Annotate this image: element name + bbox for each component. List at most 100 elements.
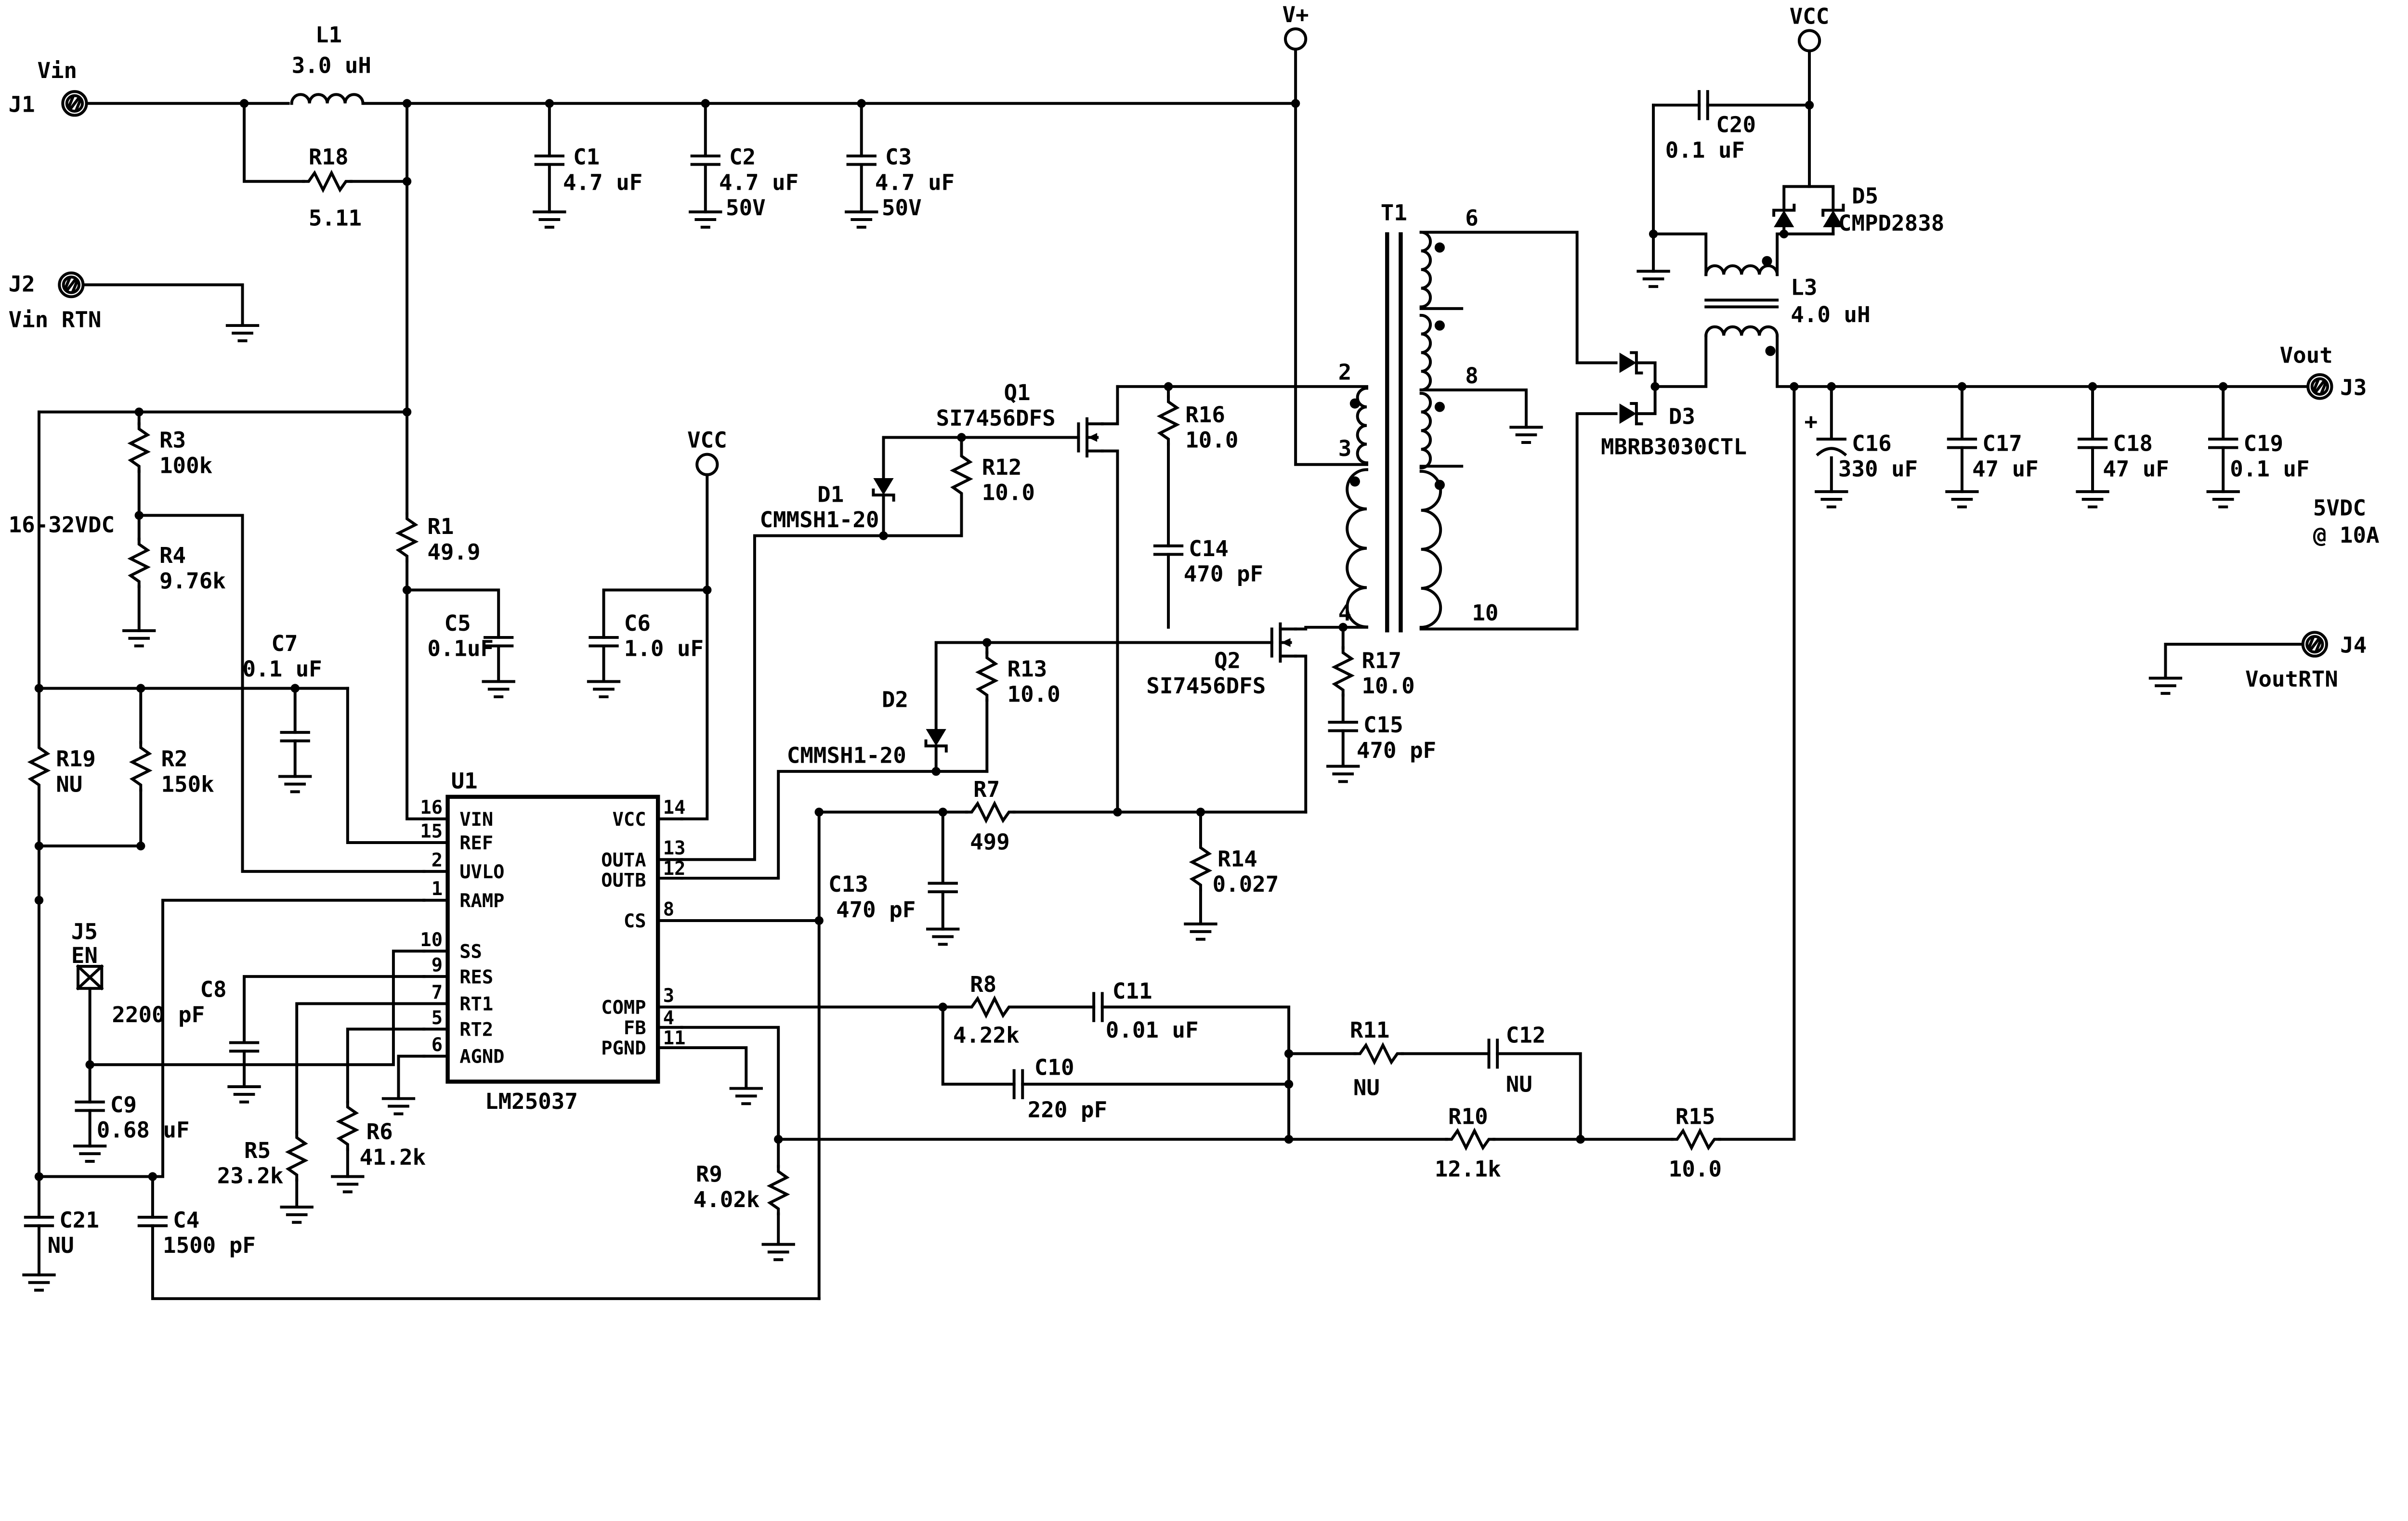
r4-ref-label: R4 [159, 543, 186, 568]
r15-icon [1672, 1131, 1720, 1148]
t1-pin8-label: 8 [1465, 363, 1479, 389]
r13-icon [979, 653, 995, 701]
resistor-r12: R12 10.0 [953, 451, 1035, 506]
r12-value-label: 10.0 [982, 480, 1035, 506]
j3-terminal-icon [2308, 375, 2331, 398]
c14-icon [1155, 546, 1182, 555]
resistor-r4: R4 9.76k [131, 539, 226, 594]
resistor-r2: R2 150k [132, 742, 214, 797]
capacitor-c12: C12 NU [1489, 1022, 1545, 1097]
t1-pin2-label: 2 [1338, 360, 1352, 385]
c4-ref-label: C4 [173, 1207, 199, 1233]
u1-pin2-name: UVLO [459, 861, 504, 883]
c17-icon [1949, 439, 1976, 448]
r3-ref-label: R3 [159, 428, 186, 453]
r11-value-label: NU [1353, 1075, 1380, 1101]
u1-pin15-num: 15 [420, 820, 443, 842]
r7-value-label: 499 [970, 829, 1010, 855]
c7-value-label: 0.1 uF [243, 656, 322, 682]
c3-value-label: 4.7 uF [875, 169, 955, 195]
c9-icon [76, 1102, 103, 1111]
u1-pin11-num: 11 [663, 1027, 686, 1049]
c2-ref-label: C2 [729, 144, 756, 170]
u1-pin12-num: 12 [663, 858, 686, 880]
r10-value-label: 12.1k [1435, 1157, 1501, 1182]
capacitor-c20: C20 0.1 uF [1665, 91, 1756, 163]
r10-ref-label: R10 [1448, 1104, 1488, 1130]
u1-pin3-name: COMP [601, 997, 646, 1019]
resistor-r3: R3 100k [131, 424, 212, 478]
c2-icon [692, 156, 719, 165]
r14-value-label: 0.027 [1213, 871, 1279, 897]
input-range-label: 16-32VDC [9, 512, 115, 538]
r17-icon [1335, 648, 1351, 695]
inductor-l3: L3 4.0 uH [1706, 256, 1871, 356]
j5-net-label: EN [71, 943, 98, 968]
j4-terminal-icon [2303, 632, 2327, 656]
diode-d3: D3 MBRB3030CTL [1601, 352, 1747, 460]
c15-value-label: 470 pF [1357, 738, 1436, 763]
r10-icon [1447, 1131, 1494, 1148]
r3-value-label: 100k [159, 453, 212, 478]
c1-value-label: 4.7 uF [563, 169, 642, 195]
q2-part-label: SI7456DFS [1146, 673, 1266, 699]
c18-icon [2079, 439, 2106, 448]
vcc-left-terminal-icon [697, 455, 717, 475]
r2-ref-label: R2 [161, 746, 188, 772]
j4-net-label: VoutRTN [2245, 666, 2338, 692]
c5-value-label: 0.1uF [427, 636, 494, 662]
r6-icon [339, 1102, 356, 1150]
c8-value-label: 2200 pF [112, 1002, 205, 1027]
u1-pin10-name: SS [459, 941, 482, 962]
u1-pin6-num: 6 [432, 1034, 443, 1056]
vcc-right-terminal-icon [1799, 30, 1819, 51]
r9-ref-label: R9 [696, 1161, 722, 1187]
mosfet-q1: Q1 SI7456DFS [936, 380, 1102, 456]
u1-pin2-num: 2 [432, 849, 443, 871]
t1-secondary-winding-c [1421, 393, 1430, 468]
r9-icon [770, 1167, 787, 1214]
diode-d2: D2 CMMSH1-20 [787, 687, 946, 768]
u1-pin12-name: OUTB [601, 870, 646, 892]
t1-core [1385, 232, 1403, 633]
capacitor-c4: C4 1500 pF [139, 1207, 256, 1258]
d5-ref-label: D5 [1852, 183, 1878, 209]
r5-icon [288, 1132, 305, 1180]
j2-net-label: Vin RTN [9, 307, 102, 333]
c21-ref-label: C21 [59, 1207, 99, 1233]
c8-ref-label: C8 [200, 976, 226, 1002]
r9-value-label: 4.02k [694, 1187, 760, 1212]
r18-icon [303, 173, 351, 190]
r19-ref-label: R19 [56, 746, 96, 772]
d2-part-label: CMMSH1-20 [787, 743, 906, 768]
l1-ref-label: L1 [315, 22, 342, 48]
c16-icon [1818, 439, 1845, 455]
u1-pin8-num: 8 [663, 898, 674, 920]
resistor-r16: R16 10.0 [1160, 397, 1238, 453]
u1-pin3-num: 3 [663, 985, 674, 1007]
capacitor-c7: C7 0.1 uF [243, 631, 322, 741]
l3-main-coil [1706, 327, 1777, 336]
r19-icon [30, 742, 47, 790]
t1-secondary-winding-b [1421, 315, 1430, 390]
c13-value-label: 470 pF [836, 897, 916, 923]
u1-pin5-num: 5 [432, 1007, 443, 1029]
d1-ref-label: D1 [817, 481, 844, 507]
vplus-label: V+ [1283, 2, 1309, 27]
r4-value-label: 9.76k [159, 568, 226, 594]
j2-ref-label: J2 [9, 272, 35, 297]
c15-icon [1330, 722, 1357, 731]
vcc-right-label: VCC [1790, 3, 1830, 29]
l1-value-label: 3.0 uH [292, 52, 371, 78]
inductor-l1: L1 3.0 uH [292, 22, 371, 104]
u1-pin4-num: 4 [663, 1007, 674, 1029]
r13-ref-label: R13 [1008, 656, 1047, 682]
u1-pin11-name: PGND [601, 1038, 646, 1059]
c9-value-label: 0.68 uF [97, 1118, 190, 1143]
c9-ref-label: C9 [110, 1092, 137, 1118]
r7-icon [967, 804, 1014, 820]
u1-pin1-name: RAMP [459, 890, 504, 912]
d5-part-label: CMPD2838 [1838, 210, 1944, 236]
j5-ref-label: J5 [71, 919, 98, 945]
output-spec-line1: 5VDC [2313, 495, 2366, 520]
